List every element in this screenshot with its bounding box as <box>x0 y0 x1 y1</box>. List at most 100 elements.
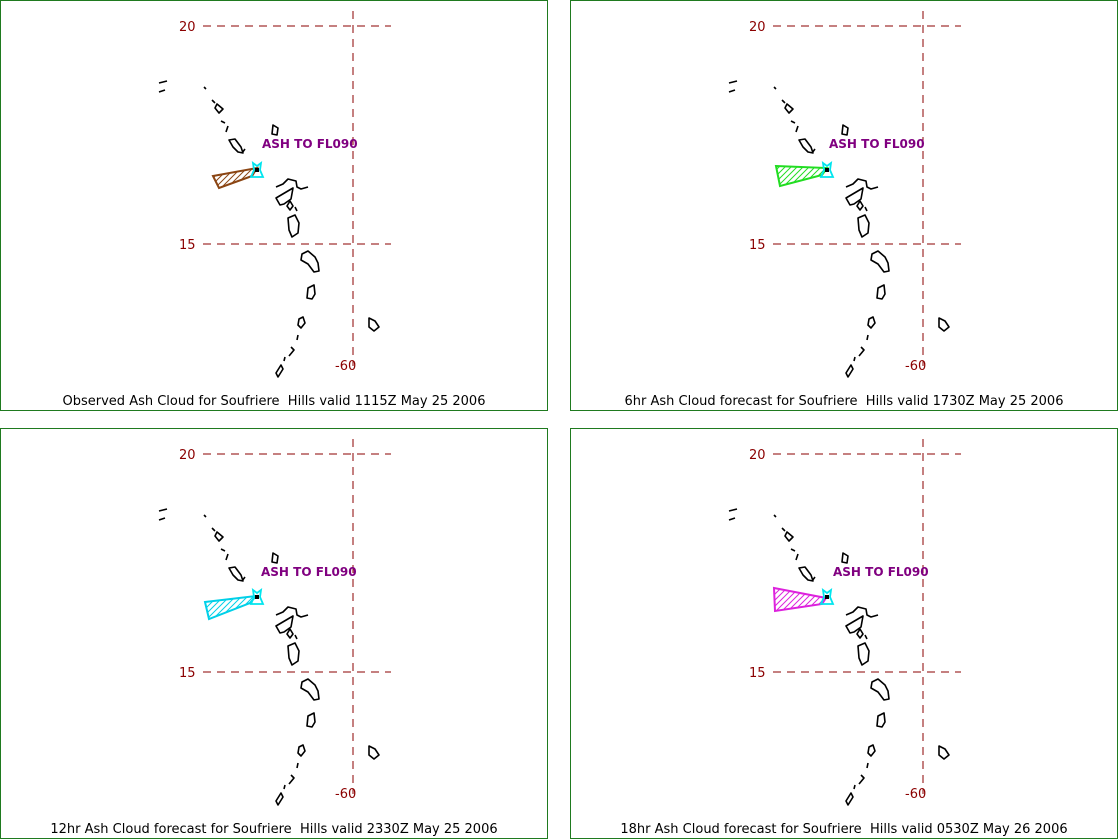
island-anguilla <box>158 80 168 93</box>
volcano-marker-center <box>255 168 259 172</box>
island-antigua-small <box>220 120 229 133</box>
longitude-label-60: -60 <box>905 787 926 802</box>
hatch-line <box>774 588 790 611</box>
latitude-label-20: 20 <box>179 20 196 35</box>
panel-caption: 18hr Ash Cloud forecast for Soufriere Hi… <box>620 822 1068 837</box>
volcano-marker <box>819 160 835 178</box>
latitude-label-15: 15 <box>749 238 766 253</box>
hatch-line <box>271 594 298 621</box>
hatch-line <box>776 166 795 186</box>
hatch-line <box>213 168 220 188</box>
island-grenadines <box>845 334 869 378</box>
ash-cloud-hatching <box>744 586 826 613</box>
volcano-marker-outline <box>249 160 265 178</box>
island-antigua-small <box>790 120 799 133</box>
hatch-line <box>797 588 826 611</box>
island-barbados <box>938 745 950 760</box>
hatch-line <box>744 586 771 613</box>
island-st-vincent <box>297 316 306 329</box>
island-grenadines <box>275 762 299 806</box>
hatch-line <box>791 588 820 611</box>
ash-altitude-label: ASH TO FL090 <box>833 565 929 579</box>
ash-altitude-label: ASH TO FL090 <box>829 137 925 151</box>
island-guadeloupe <box>845 178 879 212</box>
map-panel-2: 20 15 -60 <box>570 0 1118 411</box>
hatch-line <box>776 166 777 186</box>
panel-caption: Observed Ash Cloud for Soufriere Hills v… <box>62 394 486 409</box>
volcano-marker-outline <box>819 587 835 605</box>
island-dominica <box>287 642 300 666</box>
coastlines <box>158 80 380 378</box>
island-st-kitts <box>203 86 224 114</box>
volcano-marker-center <box>825 595 829 599</box>
coastlines <box>728 508 950 806</box>
panel-caption: 12hr Ash Cloud forecast for Soufriere Hi… <box>50 822 498 837</box>
hatch-line <box>776 166 801 186</box>
longitude-label-60: -60 <box>335 787 356 802</box>
island-antigua <box>841 124 849 136</box>
island-barbados <box>368 317 380 332</box>
hatch-line <box>259 594 286 621</box>
hatch-line <box>776 166 783 186</box>
island-anguilla <box>728 508 738 521</box>
hatch-line <box>774 588 784 611</box>
longitude-label-60: -60 <box>335 359 356 374</box>
hatch-line <box>803 588 826 611</box>
map-canvas: 20 15 -60 <box>728 439 961 806</box>
island-st-lucia <box>876 284 886 300</box>
latitude-label-15: 15 <box>749 666 766 681</box>
volcano-marker <box>819 587 835 605</box>
island-antigua-small <box>790 548 799 561</box>
island-martinique <box>870 250 890 273</box>
hatch-line <box>774 588 778 611</box>
latitude-label-20: 20 <box>749 20 766 35</box>
island-dominica <box>857 214 870 238</box>
island-anguilla <box>728 80 738 93</box>
map-panel-4: 20 15 -60 <box>570 428 1118 839</box>
island-st-lucia <box>876 712 886 728</box>
hatch-line <box>261 166 285 190</box>
island-st-kitts <box>773 86 794 114</box>
island-martinique <box>870 678 890 701</box>
hatch-line <box>781 166 807 186</box>
map-panel-1: 20 15 -60 <box>0 0 548 411</box>
island-dominica <box>857 642 870 666</box>
island-dominica <box>287 214 300 238</box>
hatch-line <box>183 166 207 190</box>
volcano-marker-outline <box>249 587 265 605</box>
ash-altitude-label: ASH TO FL090 <box>261 565 357 579</box>
hatch-line <box>836 164 860 188</box>
hatch-line <box>746 164 770 188</box>
hatch-line <box>279 166 303 190</box>
island-antigua <box>271 124 279 136</box>
island-antigua <box>841 552 849 564</box>
ash-cloud-polygon <box>203 594 259 621</box>
island-st-kitts <box>203 514 224 542</box>
island-barbados <box>368 745 380 760</box>
island-anguilla <box>158 508 168 521</box>
ash-altitude-label: ASH TO FL090 <box>262 137 358 151</box>
latitude-label-15: 15 <box>179 666 196 681</box>
island-martinique <box>300 678 320 701</box>
latitude-label-20: 20 <box>749 448 766 463</box>
island-guadeloupe <box>275 606 309 640</box>
coastlines <box>158 508 380 806</box>
island-montserrat <box>798 138 816 154</box>
ash-cloud <box>744 586 828 613</box>
island-st-kitts <box>773 514 794 542</box>
hatch-line <box>205 596 215 619</box>
island-barbados <box>938 317 950 332</box>
hatch-line <box>218 168 244 188</box>
map-canvas: 20 15 -60 <box>158 11 391 378</box>
hatch-line <box>213 168 214 188</box>
hatch-line <box>205 596 233 619</box>
panel-caption: 6hr Ash Cloud forecast for Soufriere Hil… <box>624 394 1064 409</box>
island-antigua <box>271 552 279 564</box>
coastlines <box>728 80 950 378</box>
latitude-label-15: 15 <box>179 238 196 253</box>
island-antigua-small <box>220 548 229 561</box>
volcano-marker-center <box>825 168 829 172</box>
island-montserrat <box>798 566 816 582</box>
volcano-marker <box>249 587 265 605</box>
island-guadeloupe <box>845 606 879 640</box>
